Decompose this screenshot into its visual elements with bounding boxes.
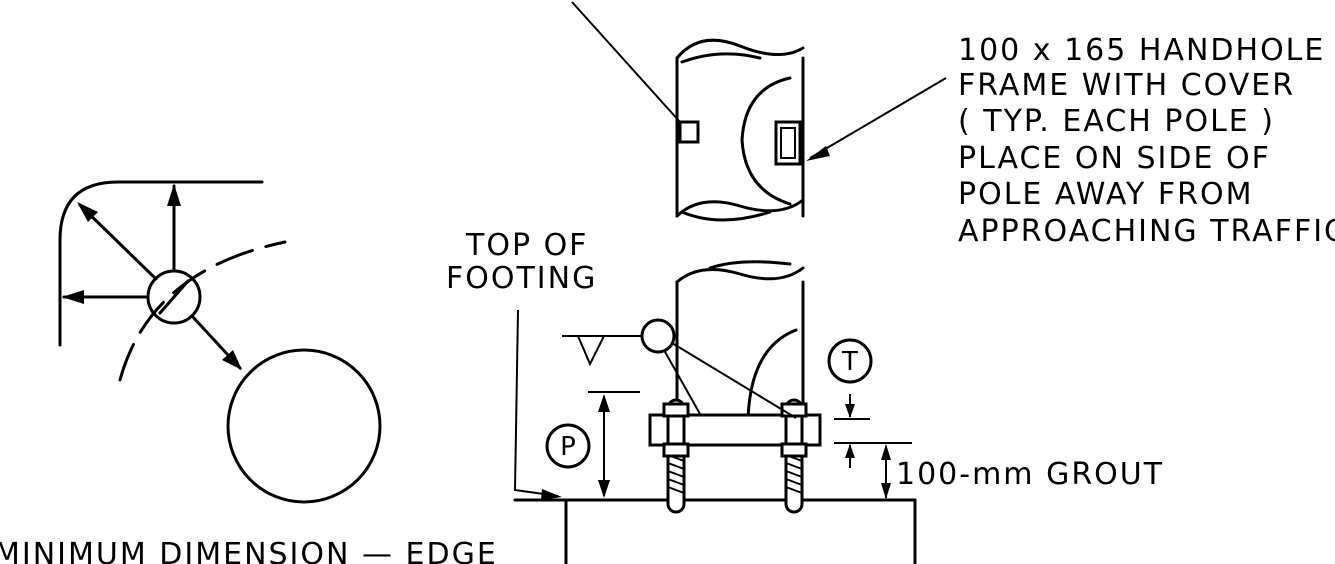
pole-handhole-opening <box>740 76 792 206</box>
anchor-bolt-right-threads <box>785 454 803 494</box>
bottom-caption: MINIMUM DIMENSION — EDGE <box>0 537 498 564</box>
clearance-arrowhead-up <box>167 184 181 206</box>
dim-p-arrow-top <box>598 394 610 412</box>
handhole-cover <box>780 127 796 159</box>
ground-lug <box>678 120 700 144</box>
dim-grout-arrow-top <box>881 444 891 460</box>
elev-pole-cutaway <box>746 328 798 422</box>
handhole-note-line-2: FRAME WITH COVER <box>958 68 1295 103</box>
clearance-arrowhead-pole <box>222 350 242 370</box>
footing-corner-edge <box>58 180 264 347</box>
callout-t-circle <box>827 338 873 384</box>
callout-t-label: T <box>841 347 858 377</box>
edge-clearance-plan-view <box>58 180 382 504</box>
anchor-bolt-slash <box>158 279 190 315</box>
pole-top-break <box>675 38 805 60</box>
nut-lower-right <box>780 442 808 458</box>
dim-t-arrowhead-bottom <box>845 444 855 458</box>
callout-p-circle <box>545 423 591 469</box>
top-of-footing-label-line-1: TOP OF <box>465 228 588 263</box>
dim-p-arrow-bottom <box>598 480 610 498</box>
weld-symbol-fillet <box>577 335 605 367</box>
nut-upper-left <box>662 402 690 418</box>
handhole-note: 100 x 165 HANDHOLE FRAME WITH COVER ( TY… <box>958 33 1335 249</box>
pole-bottom-break <box>675 198 805 218</box>
pole-bottom-break-inner <box>680 210 772 222</box>
weld-leader-pole <box>671 342 797 419</box>
clearance-arrowhead-corner <box>77 202 98 222</box>
dim-t-arrowhead-top <box>845 404 855 418</box>
elev-pole-top-break-inner <box>708 260 792 270</box>
handhole-note-line-4: PLACE ON SIDE OF <box>958 141 1271 176</box>
base-plate-elevation <box>513 260 917 564</box>
handhole-note-line-6: APPROACHING TRAFFIC. <box>958 214 1335 249</box>
leader-line-top <box>571 1 681 123</box>
pole-top-break-inner <box>680 52 762 64</box>
top-of-footing-label-line-2: FOOTING <box>446 261 597 296</box>
anchor-bolt-left-threads <box>667 454 685 494</box>
nut-upper-right <box>780 402 808 418</box>
pole-handhole-view <box>571 1 947 222</box>
weld-leader-plate <box>663 349 701 415</box>
dim-grout-arrow-bottom <box>881 483 891 499</box>
bolt-circle-dashed-arc <box>118 240 287 382</box>
handhole-note-line-1: 100 x 165 HANDHOLE <box>958 33 1325 68</box>
elev-pole-top-break <box>675 266 805 284</box>
nut-lower-left <box>662 442 690 458</box>
clearance-arrowhead-left <box>62 290 84 304</box>
callout-p-label: P <box>560 432 576 462</box>
handhole-note-line-5: POLE AWAY FROM <box>958 177 1253 212</box>
handhole-leader-line <box>809 77 947 159</box>
grout-label: 100-mm GROUT <box>896 457 1164 492</box>
pole-circle <box>226 348 382 504</box>
weld-all-around-circle <box>640 318 676 354</box>
handhole-leader-arrowhead <box>806 146 830 161</box>
handhole-note-line-3: ( TYP. EACH POLE ) <box>958 104 1275 139</box>
top-of-footing-leader <box>513 309 559 497</box>
top-of-footing-arrowhead <box>541 489 562 500</box>
